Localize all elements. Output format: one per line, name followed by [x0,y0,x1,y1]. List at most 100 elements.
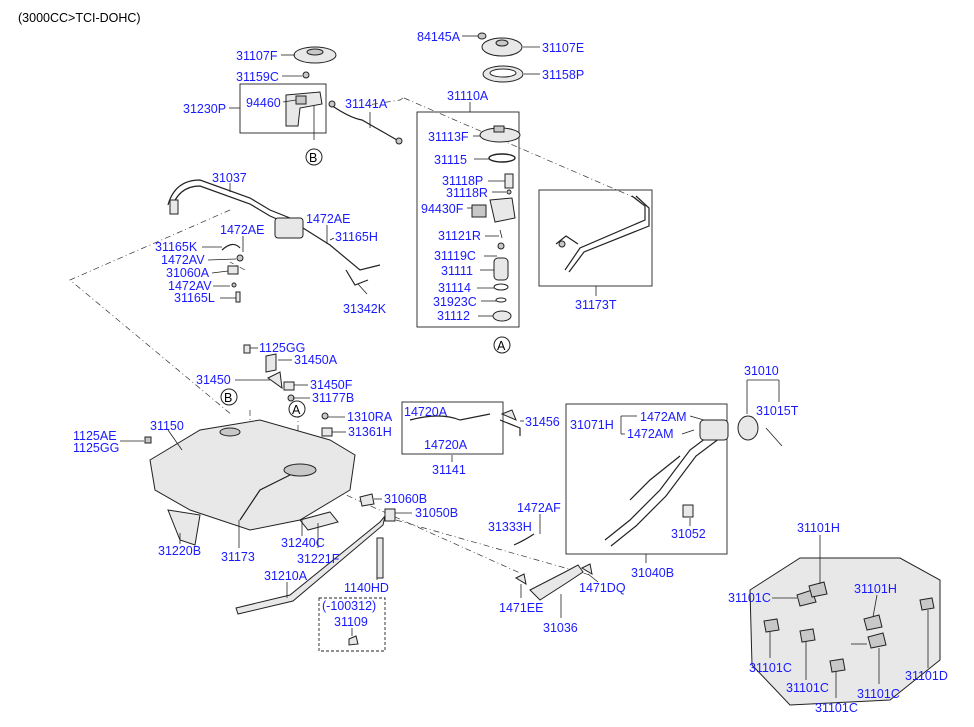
clip-fastener [283,381,295,391]
hose-end [500,409,517,421]
part-label: 31101C [815,701,858,715]
svg-text:A: A [292,403,301,417]
bolt-left [144,436,152,444]
fuel-pump-motor [493,257,509,281]
valve-part [504,173,514,189]
part-label: 31040B [631,566,674,580]
pump-bracket [471,197,516,223]
part-label: 31107E [542,41,584,55]
part-label: 31165H [335,230,378,244]
part-label: 31173T [575,298,617,312]
tether-cable [765,427,783,447]
part-label: 1125GG [259,341,305,355]
part-label: 1472AE [306,212,350,226]
clip-bracket [267,371,283,390]
vent-valve-part [227,265,239,275]
part-label: 1472AV [161,253,205,267]
part-labels: 31107F 31159C 31230P 94460 31141A 84145A… [73,30,948,715]
strainer-part [492,310,512,322]
callout-a-pump: A [493,336,511,354]
clip-small [231,282,237,288]
hose-part [221,243,241,251]
cap-part [497,242,505,250]
part-label: 31037 [212,171,247,185]
part-label: 31165L [174,291,215,305]
part-label: 1472AE [220,223,264,237]
part-label: 31071H [570,418,614,432]
vent-tube [409,413,491,421]
part-label: 94430F [421,202,464,216]
part-label: 31165K [155,240,198,254]
variant-part [348,635,359,646]
svg-text:B: B [224,391,232,405]
part-label: 31230P [183,102,226,116]
part-label: 31923C [433,295,477,309]
gasket [488,153,516,163]
fuel-tank-body [149,419,356,531]
part-label: 31450 [196,373,231,387]
part-label: 31101C [786,681,829,695]
retainer-part [506,189,512,195]
part-label: 31101C [749,661,792,675]
part-label: 31111 [441,264,473,278]
filler-hose [529,564,584,601]
under-panel-assembly [749,557,941,706]
part-label: 31052 [671,527,706,541]
hose-clamp-right [580,563,593,576]
breather-hose [499,419,521,436]
part-label: 31220B [158,544,201,558]
part-label: 14720A [424,438,468,452]
part-label: 31118P [442,174,483,188]
svg-text:A: A [497,339,506,353]
part-label: 31101H [797,521,840,535]
tank-protector [167,509,201,546]
filler-cap-housing [737,415,759,441]
part-label: 1125GG [73,441,119,455]
callout-b-tank: B [220,388,238,406]
part-label: 31060B [384,492,427,506]
part-label: 1140HD [344,581,389,595]
o-ring [493,283,509,291]
part-label: 31333H [488,520,532,534]
fuel-tube-assembly [555,195,650,273]
part-label: 31114 [438,281,471,295]
part-label: 31141A [345,97,388,111]
part-label: 31115 [434,153,467,167]
part-label: 31109 [334,615,368,629]
part-label: 31450A [294,353,338,367]
connector-hose [513,533,535,546]
part-label: 31050B [415,506,458,520]
part-label: 31110A [447,89,489,103]
callout-a-tank: A [288,400,306,418]
part-label: 31361H [348,425,392,439]
pump-module-group-box [416,111,520,328]
part-label: 31112 [437,309,470,323]
part-label: 1471DQ [579,581,626,595]
sender-cover-plate [293,46,337,64]
heat-shield [299,511,339,531]
part-label: 31107F [236,49,278,63]
part-label: 31159C [236,70,279,84]
part-label: 31240C [281,536,325,550]
period-variant-box [318,597,386,652]
short-hose-part [235,291,241,303]
clamp-part [236,254,244,262]
part-label: 1310RA [347,410,393,424]
part-label: 31141 [432,463,466,477]
part-label: 31101D [905,669,948,683]
bracket-part [265,353,277,373]
part-label: (-100312) [322,599,376,613]
part-label: 31036 [543,621,578,635]
tube-group-box [538,189,653,287]
part-label: 31173 [221,550,255,564]
hose-group-box [401,401,504,455]
tank-strap [235,515,386,615]
part-label: 31101C [728,591,771,605]
strap-bolt [376,537,384,579]
part-label: 31015T [756,404,799,418]
part-label: 31456 [525,415,560,429]
engine-spec-header: (3000CC>TCI-DOHC) [18,11,141,25]
bolt-top [243,344,251,354]
part-label: 31121R [438,229,481,243]
